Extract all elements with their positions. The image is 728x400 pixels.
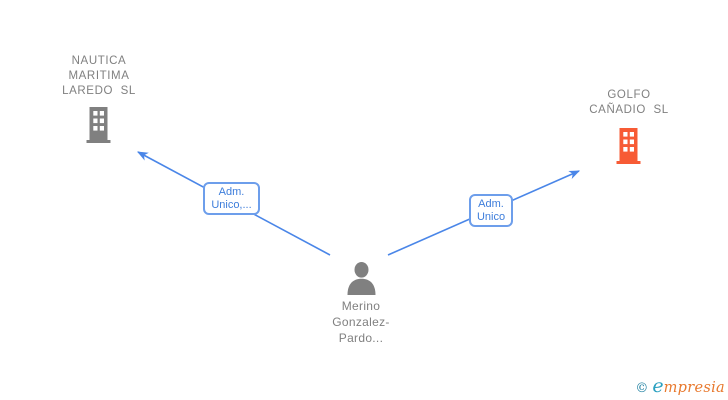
company-name: NAUTICA MARITIMA LAREDO SL <box>29 54 169 99</box>
edge-label-line: Adm. <box>478 197 504 210</box>
edge-label-line: Unico <box>476 210 506 223</box>
company-name-line: NAUTICA <box>71 55 127 67</box>
company-node-golfo-canadio[interactable]: GOLFO CAÑADIO SL <box>554 88 704 164</box>
company-name-line: MARITIMA <box>68 70 130 82</box>
copyright-icon: © <box>635 381 649 396</box>
person-name-line: Gonzalez- <box>332 315 390 329</box>
brand-initial: e <box>652 375 664 397</box>
company-name-line: LAREDO SL <box>62 85 136 97</box>
edge-label-line: Unico,... <box>211 198 252 211</box>
empresia-logo[interactable]: © e mpresia <box>635 375 725 397</box>
building-icon <box>86 107 111 143</box>
company-node-nautica-maritima-laredo[interactable]: NAUTICA MARITIMA LAREDO SL <box>29 54 169 143</box>
company-name: GOLFO CAÑADIO SL <box>554 88 704 118</box>
company-name-line: GOLFO <box>607 89 651 101</box>
company-name-line: CAÑADIO SL <box>589 104 669 116</box>
person-name: Merino Gonzalez- Pardo... <box>292 298 430 346</box>
person-name-line: Merino <box>341 299 381 313</box>
person-name-line: Pardo... <box>338 331 384 345</box>
edge-label-adm-unico-right[interactable]: Adm. Unico <box>469 194 513 227</box>
person-node-merino-gonzalez-pardo[interactable]: Merino Gonzalez- Pardo... <box>292 262 430 346</box>
brand-name: mpresia <box>663 380 725 396</box>
edge-label-line: Adm. <box>218 185 245 198</box>
person-icon <box>347 262 375 295</box>
building-icon <box>616 128 641 164</box>
edge-label-adm-unico-left[interactable]: Adm. Unico,... <box>203 182 260 215</box>
